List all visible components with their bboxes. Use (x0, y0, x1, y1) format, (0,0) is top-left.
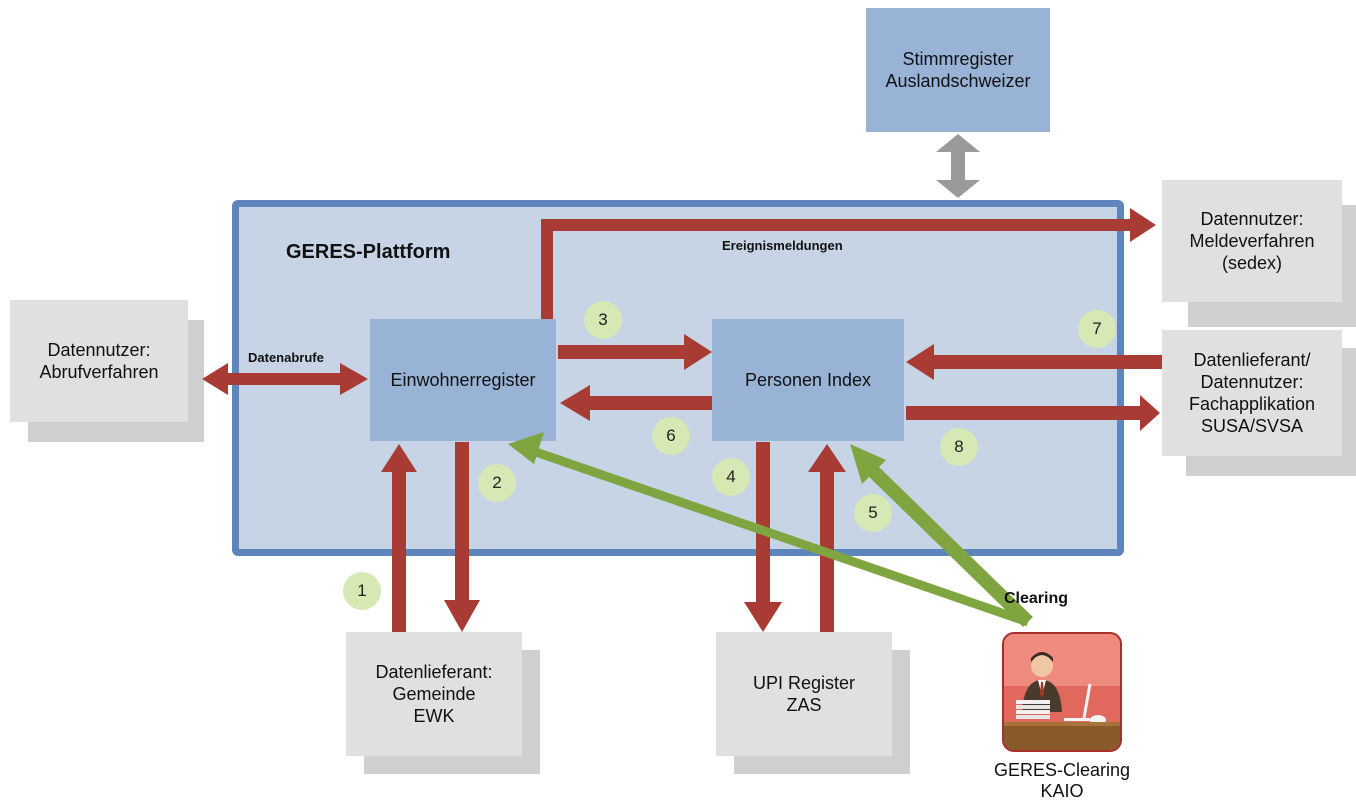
step-badge: 8 (940, 428, 978, 466)
step-badge: 5 (854, 494, 892, 532)
step-badge: 2 (478, 464, 516, 502)
box-line: Auslandschweizer (885, 71, 1031, 91)
upi-register-box: UPI Register ZAS (716, 632, 892, 756)
meldeverfahren-box: Datennutzer: Meldeverfahren (sedex) (1162, 180, 1342, 302)
step-badge: 1 (343, 572, 381, 610)
step-badge: 4 (712, 458, 750, 496)
caption-line: KAIO (1040, 781, 1084, 801)
einwohnerregister-box: Einwohnerregister (370, 319, 556, 441)
events-label: Ereignismeldungen (722, 238, 843, 253)
clearing-app-icon (1002, 632, 1122, 752)
queries-label: Datenabrufe (248, 350, 324, 365)
box-line: UPI Register (752, 673, 856, 693)
box-line: (sedex) (1221, 253, 1283, 273)
step-badge: 6 (652, 417, 690, 455)
box-line: EWK (413, 706, 455, 726)
platform-title: GERES-Plattform (286, 241, 451, 263)
fachapplikation-box: Datenlieferant/ Datennutzer: Fachapplika… (1162, 330, 1342, 456)
box-line: SUSA/SVSA (1200, 416, 1304, 436)
stimmregister-box: Stimmregister Auslandschweizer (866, 8, 1050, 132)
box-line: Einwohnerregister (390, 370, 536, 390)
box-line: Datennutzer: (1200, 372, 1304, 392)
clearing-app-caption: GERES-Clearing KAIO (982, 760, 1142, 802)
abrufverfahren-box: Datennutzer: Abrufverfahren (10, 300, 188, 422)
gemeinde-box: Datenlieferant: Gemeinde EWK (346, 632, 522, 756)
box-line: Meldeverfahren (1189, 231, 1315, 251)
red-arrows (202, 208, 1162, 632)
box-line: Datennutzer: (47, 340, 151, 360)
step-badge: 3 (584, 301, 622, 339)
box-line: Datennutzer: (1200, 209, 1304, 229)
step-badge: 7 (1078, 310, 1116, 348)
stimmregister-link-arrow (936, 134, 980, 198)
clearing-arrows (508, 432, 1033, 628)
box-line: ZAS (786, 695, 822, 715)
box-line: Personen Index (744, 370, 872, 390)
box-line: Abrufverfahren (39, 362, 159, 382)
box-line: Stimmregister (902, 49, 1014, 69)
box-line: Gemeinde (392, 684, 476, 704)
personen-index-box: Personen Index (712, 319, 904, 441)
box-line: Fachapplikation (1188, 394, 1316, 414)
box-line: Datenlieferant/ (1193, 350, 1311, 370)
box-line: Datenlieferant: (375, 662, 493, 682)
caption-line: GERES-Clearing (993, 760, 1131, 780)
clearing-label: Clearing (1004, 590, 1069, 607)
office-worker-icon (1004, 634, 1120, 750)
